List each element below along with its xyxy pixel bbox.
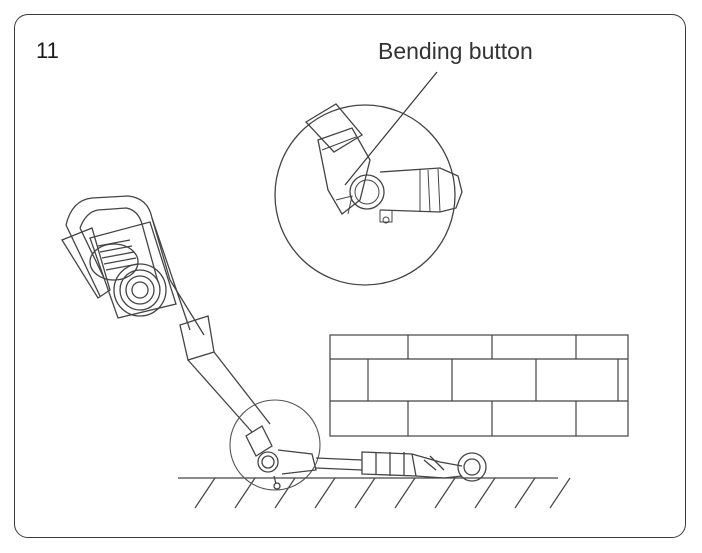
floor [178, 477, 571, 509]
brick-wall [329, 334, 629, 437]
detail-zoom-circle [274, 103, 463, 286]
vacuum-main-body [61, 195, 271, 433]
bending-button-label: Bending button [378, 38, 533, 64]
floor-brush [229, 399, 487, 491]
step-number: 11 [36, 38, 59, 63]
bending-button-icon [349, 174, 385, 210]
callout-leader-line [344, 71, 438, 186]
